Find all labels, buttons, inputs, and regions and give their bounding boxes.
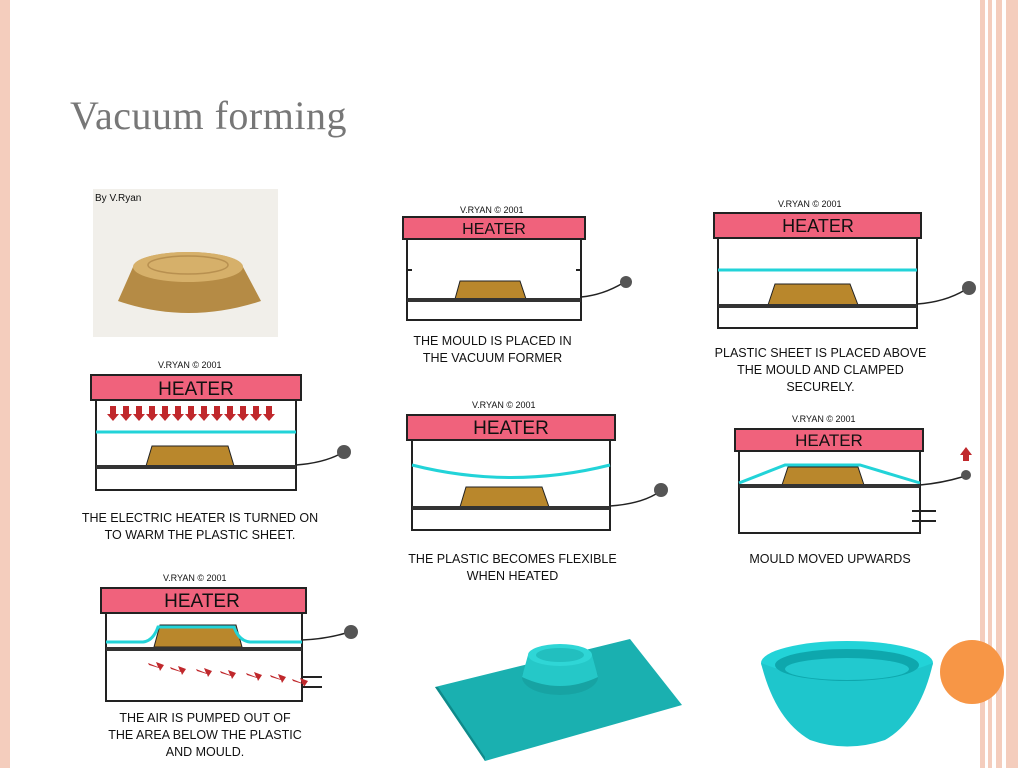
- step4-diagram: HEATER: [406, 414, 668, 531]
- step3-heater-label: HEATER: [158, 379, 234, 400]
- step6-caption: THE AIR IS PUMPED OUT OF THE AREA BELOW …: [108, 711, 302, 759]
- step5-credit: V.RYAN © 2001: [792, 414, 856, 424]
- step1-caption: THE MOULD IS PLACED IN THE VACUUM FORMER: [413, 334, 572, 365]
- step4-heater-label: HEATER: [473, 418, 549, 439]
- step2-diagram: HEATER: [713, 212, 976, 329]
- formed-sheet-render: [435, 639, 682, 761]
- up-arrow-icon: [960, 447, 972, 461]
- step5-heater-label: HEATER: [795, 431, 863, 450]
- slide-left-border: [0, 0, 10, 768]
- slide-right-stripe: [1006, 0, 1018, 768]
- step4-caption: THE PLASTIC BECOMES FLEXIBLE WHEN HEATED: [408, 552, 617, 583]
- step6-heater-label: HEATER: [164, 591, 240, 612]
- accent-circle: [940, 640, 1004, 704]
- slide-right-stripe: [980, 0, 985, 768]
- slide-title: Vacuum forming: [70, 93, 347, 138]
- slide-right-stripe: [996, 0, 1002, 768]
- step3-diagram: HEATER: [90, 374, 351, 491]
- step2-heater-label: HEATER: [782, 216, 854, 236]
- step5-diagram: HEATER: [734, 428, 972, 534]
- step5-caption: MOULD MOVED UPWARDS: [749, 552, 911, 566]
- step1-heater-label: HEATER: [462, 221, 526, 238]
- mould-photo-illustration: [118, 252, 261, 313]
- step2-caption: PLASTIC SHEET IS PLACED ABOVE THE MOULD …: [714, 346, 927, 394]
- formed-bowl-render: [761, 641, 933, 747]
- step4-credit: V.RYAN © 2001: [472, 400, 536, 410]
- step1-credit: V.RYAN © 2001: [460, 205, 524, 215]
- step6-credit: V.RYAN © 2001: [163, 573, 227, 583]
- step6-diagram: HEATER: [100, 587, 358, 702]
- air-arrows: [148, 662, 308, 687]
- step1-diagram: HEATER: [402, 216, 632, 321]
- slide-right-stripe: [988, 0, 992, 768]
- step2-credit: V.RYAN © 2001: [778, 199, 842, 209]
- heat-arrows: [107, 406, 275, 421]
- step3-caption: THE ELECTRIC HEATER IS TURNED ON TO WARM…: [81, 511, 319, 542]
- step3-credit: V.RYAN © 2001: [158, 360, 222, 370]
- photo-credit: By V.Ryan: [95, 193, 142, 204]
